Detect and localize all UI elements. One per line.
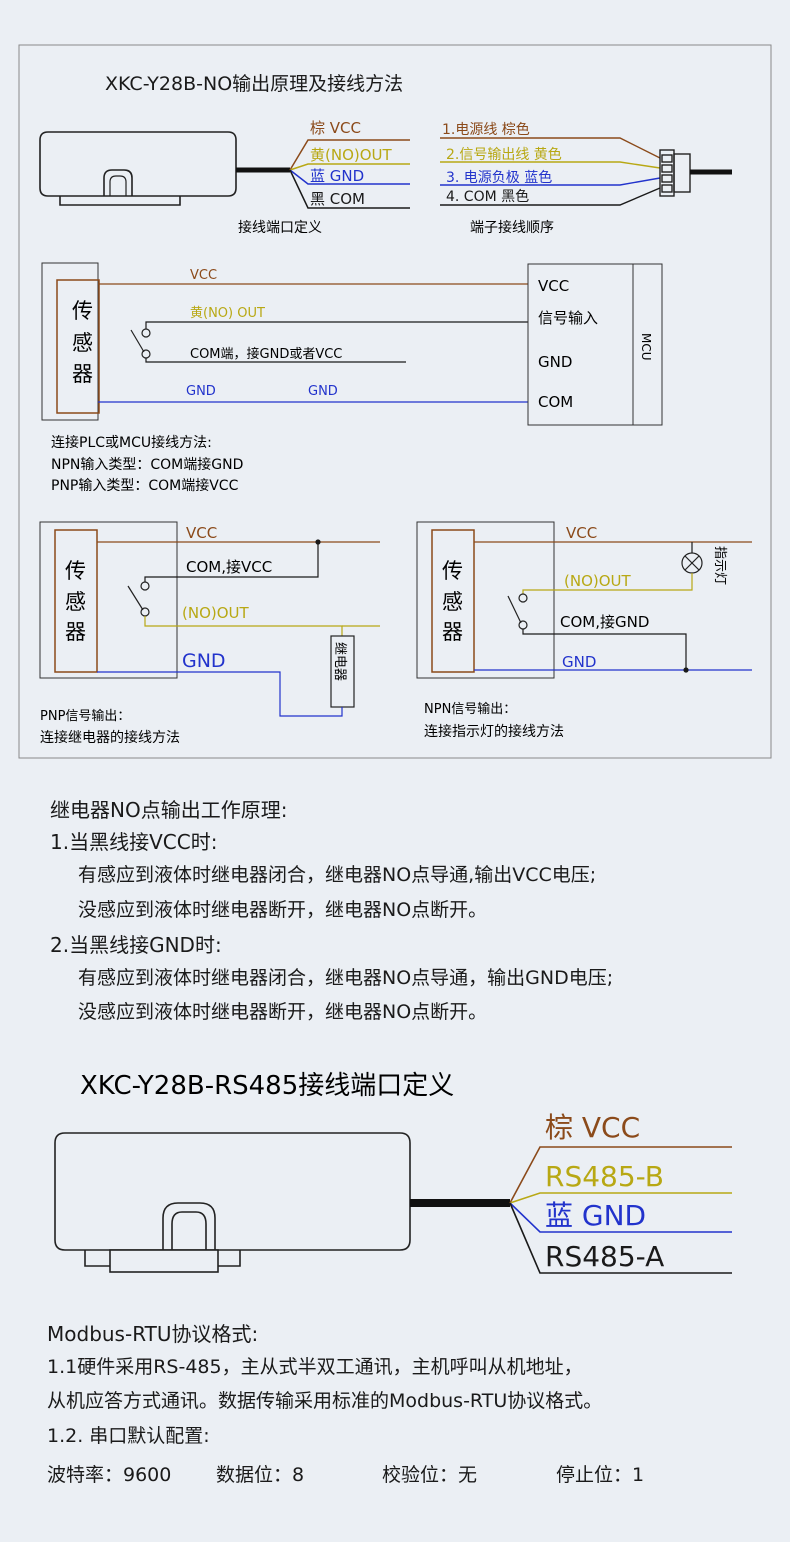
principle-case1: 1.当黑线接VCC时:	[50, 830, 218, 854]
sensor3-char-1: 传	[65, 559, 86, 583]
wire-brown-label: 棕 VCC	[310, 119, 361, 137]
rs485-brown-label: 棕 VCC	[545, 1111, 640, 1144]
modbus-stop-bits: 停止位：1	[556, 1464, 645, 1486]
sensor3-char-3: 器	[65, 620, 86, 644]
sensor-box-3	[39, 521, 178, 679]
modbus-p1: 1.1硬件采用RS-485，主从式半双工通讯，主机呼叫从机地址，	[47, 1356, 583, 1378]
sensor4-char-2: 感	[442, 590, 463, 614]
vcc-label-3: VCC	[186, 524, 217, 542]
gnd-label-3: GND	[182, 650, 226, 672]
sensor-inner-3	[54, 529, 98, 673]
npn-caption-1: NPN信号输出：	[424, 701, 516, 717]
lamp-label: 指示灯	[712, 546, 727, 585]
rs485-yellow-label: RS485-B	[545, 1160, 664, 1193]
wire-black-label: 黑 COM	[310, 190, 365, 208]
sensor-box-4	[416, 521, 555, 679]
sensor4-char-3: 器	[442, 620, 463, 644]
connector-label-2: 2.信号输出线 黄色	[446, 146, 562, 163]
connector-wires	[440, 137, 661, 206]
principle-case2-b: 没感应到液体时继电器断开，继电器NO点断开。	[78, 1001, 488, 1023]
junction-dot-4	[683, 667, 689, 673]
mcu-vcc-label: VCC	[538, 277, 569, 295]
connector-plug-icon	[659, 149, 732, 197]
modbus-p2: 从机应答方式通讯。数据传输采用标准的Modbus-RTU协议格式。	[47, 1390, 603, 1412]
rs485-title: XKC-Y28B-RS485接线端口定义	[80, 1071, 454, 1101]
sensor-char-1: 传	[72, 299, 93, 323]
lamp-icon	[681, 552, 703, 574]
wire-no-4	[522, 573, 693, 594]
pnp-caption-1: PNP信号输出：	[40, 708, 130, 724]
vcc-label-2: VCC	[190, 268, 217, 283]
caption-terminal-order: 端子接线顺序	[470, 219, 554, 236]
modbus-p3: 1.2. 串口默认配置:	[47, 1425, 210, 1447]
wire-fan-1	[289, 139, 410, 209]
mcu-signal-label: 信号输入	[538, 309, 598, 327]
mcu-com-label: COM	[538, 393, 573, 411]
no-out-label-4: (NO)OUT	[564, 572, 632, 590]
switch-icon-3	[127, 581, 150, 617]
wire-gnd-3	[97, 671, 343, 717]
wire-com-4	[522, 629, 687, 670]
principle-case2: 2.当黑线接GND时:	[50, 933, 222, 957]
mcu-box	[527, 263, 663, 426]
rs485-sensor-body-icon	[54, 1132, 411, 1273]
gnd-label-2a: GND	[186, 384, 216, 399]
relay-label: 继电器	[332, 642, 347, 681]
sensor-inner-2	[56, 279, 100, 414]
gnd-label-2b: GND	[308, 384, 338, 399]
rs485-black-label: RS485-A	[545, 1240, 664, 1273]
sensor-inner-4	[431, 529, 475, 673]
modbus-parity: 校验位：无	[382, 1464, 478, 1486]
sensor-char-2: 感	[72, 331, 93, 355]
modbus-baud: 波特率：9600	[47, 1464, 172, 1486]
vcc-label-4: VCC	[566, 524, 597, 542]
com-label-2: COM端，接GND或者VCC	[190, 346, 342, 362]
modbus-heading: Modbus-RTU协议格式:	[47, 1322, 259, 1346]
sensor4-char-1: 传	[442, 559, 463, 583]
switch-icon-4	[507, 593, 528, 630]
no-out-label-3: (NO)OUT	[182, 604, 250, 622]
principle-case2-a: 有感应到液体时继电器闭合，继电器NO点导通，输出GND电压;	[78, 967, 614, 989]
principle-case1-b: 没感应到液体时继电器断开，继电器NO点断开。	[78, 899, 488, 921]
npn-caption-2: 连接指示灯的接线方法	[424, 723, 564, 740]
caption-port-definition: 接线端口定义	[238, 219, 322, 236]
plc-note-1: 连接PLC或MCU接线方法:	[51, 434, 212, 451]
principle-case1-a: 有感应到液体时继电器闭合，继电器NO点导通,输出VCC电压;	[78, 864, 597, 886]
wire-yellow-label: 黄(NO)OUT	[310, 146, 393, 164]
rs485-wire-fan	[509, 1146, 732, 1274]
sensor-box-2	[41, 262, 99, 421]
wire-com-2	[145, 358, 406, 363]
modbus-data-bits: 数据位：8	[216, 1464, 305, 1486]
plc-note-2: NPN输入类型：COM端接GND	[51, 456, 243, 473]
sensor-body-icon	[39, 131, 237, 206]
connector-label-3: 3. 电源负极 蓝色	[446, 169, 552, 186]
mcu-title: MCU	[639, 333, 653, 361]
com-label-3: COM,接VCC	[186, 558, 272, 576]
diagram1-title: XKC-Y28B-NO输出原理及接线方法	[105, 73, 403, 95]
rs485-blue-label: 蓝 GND	[545, 1199, 646, 1232]
sensor-char-3: 器	[72, 362, 93, 386]
gnd-label-4: GND	[562, 653, 596, 671]
connector-label-1: 1.电源线 棕色	[442, 121, 530, 138]
plc-note-3: PNP输入类型：COM端接VCC	[51, 477, 239, 494]
principle-heading: 继电器NO点输出工作原理:	[50, 798, 288, 822]
mcu-gnd-label: GND	[538, 353, 572, 371]
com-label-4: COM,接GND	[560, 613, 649, 631]
wire-blue-label: 蓝 GND	[310, 167, 364, 185]
connector-label-4: 4. COM 黑色	[446, 188, 529, 205]
pnp-caption-2: 连接继电器的接线方法	[40, 729, 180, 746]
wire-no-3	[144, 616, 343, 636]
no-out-label-2: 黄(NO) OUT	[190, 306, 265, 321]
switch-icon-2	[130, 328, 151, 359]
sensor3-char-2: 感	[65, 590, 86, 614]
